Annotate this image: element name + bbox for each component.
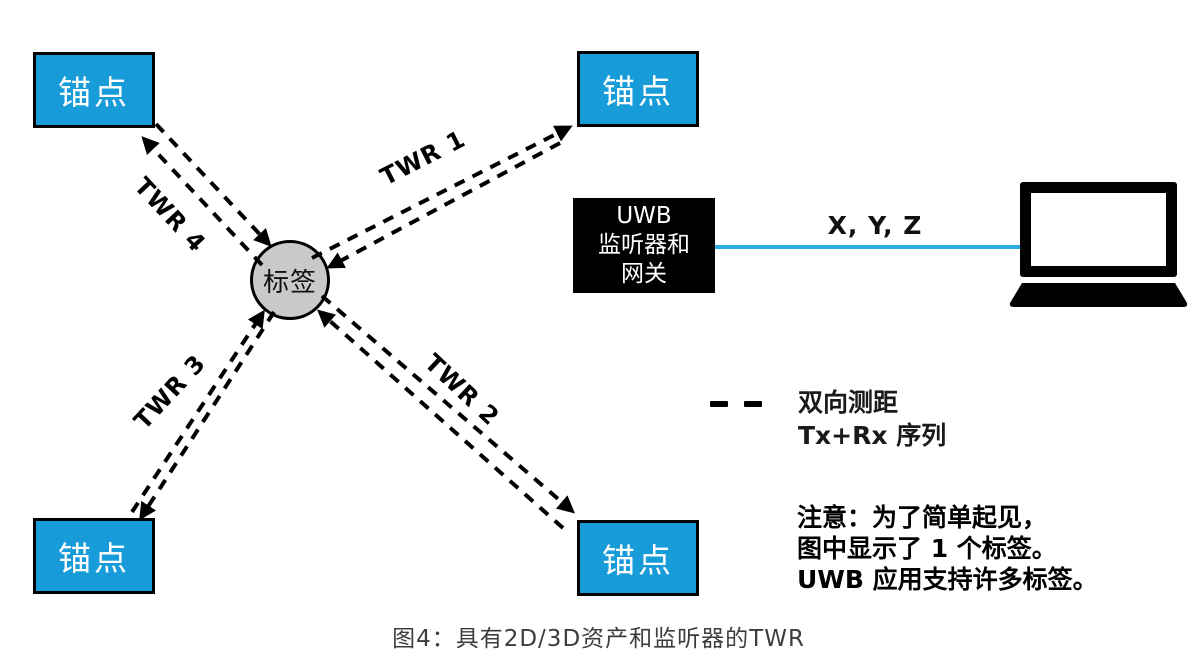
anchor-label: 锚点 <box>602 541 674 580</box>
anchor-label: 锚点 <box>602 72 674 111</box>
legend-text: 双向测距 Tx+Rx 序列 <box>798 386 946 452</box>
uwb-gateway-line3: 网关 <box>621 261 667 287</box>
tag-label: 标签 <box>262 267 317 298</box>
twr2-link <box>317 294 576 530</box>
twr4-label: TWR 4 <box>128 172 212 258</box>
note-line3: UWB 应用支持许多标签。 <box>797 565 1098 594</box>
anchor-label: 锚点 <box>58 73 130 112</box>
note-line2: 图中显示了 1 个标签。 <box>797 534 1057 563</box>
uwb-gateway-line2: 监听器和 <box>598 232 690 258</box>
tag-node: 标签 <box>250 240 330 320</box>
legend: 双向测距 Tx+Rx 序列 <box>710 386 946 452</box>
legend-line2: Tx+Rx 序列 <box>798 421 947 450</box>
uwb-gateway-line1: UWB <box>616 203 672 229</box>
twr3-label: TWR 3 <box>128 349 212 435</box>
xyz-coordinates-label: X, Y, Z <box>827 211 923 240</box>
twr1-label: TWR 1 <box>375 124 471 192</box>
anchor-node-top-right: 锚点 <box>577 51 699 127</box>
gateway-laptop-connection-line <box>714 245 1022 249</box>
twr2-label: TWR 2 <box>419 348 505 432</box>
legend-line1: 双向测距 <box>798 388 899 417</box>
anchor-label: 锚点 <box>58 539 130 578</box>
figure-caption: 图4：具有2D/3D资产和监听器的TWR <box>392 626 805 652</box>
anchor-node-bottom-left: 锚点 <box>33 518 155 594</box>
note-text: 注意：为了简单起见， 图中显示了 1 个标签。 UWB 应用支持许多标签。 <box>797 502 1098 595</box>
anchor-node-top-left: 锚点 <box>33 52 155 128</box>
dashed-line-legend-icon <box>710 401 762 407</box>
uwb-gateway-node: UWB 监听器和 网关 <box>573 198 715 293</box>
note-line1: 注意：为了简单起见， <box>797 503 1048 532</box>
anchor-node-bottom-right: 锚点 <box>577 520 699 596</box>
laptop-icon <box>1009 182 1188 307</box>
